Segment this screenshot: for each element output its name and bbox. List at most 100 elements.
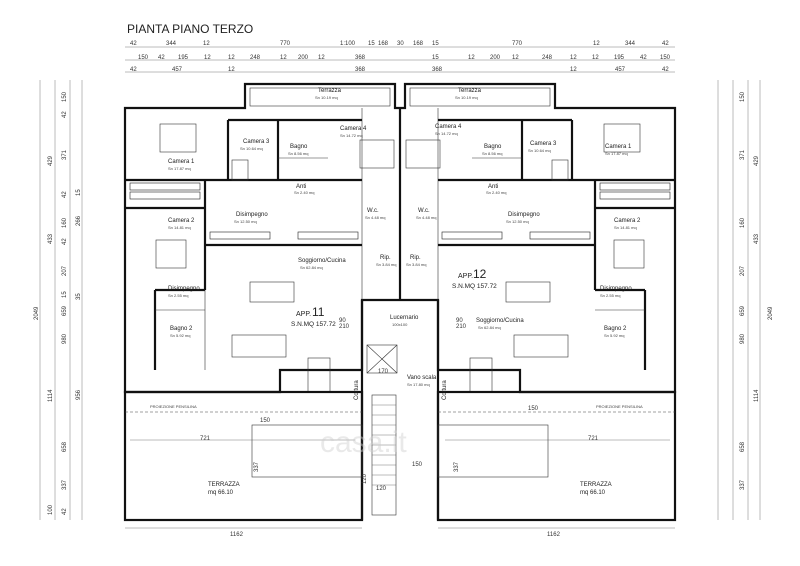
- svg-text:120: 120: [362, 473, 368, 484]
- label-bagno-left: Bagno: [290, 144, 308, 150]
- label-camera3-left: Camera 3: [243, 139, 270, 145]
- watermark: casa.it: [320, 426, 407, 459]
- svg-text:100x100: 100x100: [392, 322, 408, 327]
- svg-text:168: 168: [413, 41, 424, 47]
- label-anti-left: Anti: [296, 184, 306, 190]
- svg-text:344: 344: [166, 41, 177, 47]
- svg-text:980: 980: [62, 333, 68, 344]
- label-terrazza-big-left: TERRAZZA: [208, 482, 240, 488]
- svg-text:mq 66.10: mq 66.10: [580, 490, 606, 496]
- label-anti-right: Anti: [488, 184, 498, 190]
- svg-text:2049: 2049: [34, 306, 40, 320]
- wardrobes: [129, 182, 671, 240]
- svg-text:266: 266: [76, 215, 82, 226]
- interior-walls-left: [125, 118, 362, 370]
- svg-text:Sn 62.84 mq: Sn 62.84 mq: [300, 265, 323, 270]
- svg-text:Sn 14.81 mq: Sn 14.81 mq: [614, 225, 637, 230]
- svg-text:195: 195: [178, 55, 189, 61]
- svg-text:90: 90: [339, 318, 346, 324]
- svg-text:337: 337: [454, 461, 460, 472]
- svg-text:90: 90: [456, 318, 463, 324]
- label-lucernario: Lucernario: [390, 315, 419, 321]
- svg-text:42: 42: [62, 508, 68, 515]
- label-camera2-left: Camera 2: [168, 218, 195, 224]
- svg-text:42: 42: [130, 41, 137, 47]
- label-disimpegno2-right: Disimpegno: [600, 286, 632, 292]
- svg-text:15: 15: [62, 291, 68, 298]
- label-camera3-right: Camera 3: [530, 141, 557, 147]
- svg-text:429: 429: [48, 155, 54, 166]
- svg-text:721: 721: [588, 436, 599, 442]
- top-dims-row1: 42 344 12 770 15 168 30 168 15 770 12 34…: [130, 41, 669, 47]
- svg-text:368: 368: [432, 67, 443, 73]
- beds: [155, 123, 645, 269]
- apartment-label-11: APP. 11 S.N.MQ 157.72: [291, 305, 336, 328]
- label-camera4-right: Camera 4: [435, 124, 462, 130]
- svg-text:100: 100: [48, 504, 54, 515]
- svg-text:Sn 12.50 mq: Sn 12.50 mq: [234, 219, 257, 224]
- svg-text:770: 770: [280, 41, 291, 47]
- label-soggiorno-right: Soggiorno/Cucina: [476, 318, 524, 324]
- label-bagno2-right: Bagno 2: [604, 326, 627, 332]
- svg-text:207: 207: [740, 265, 746, 276]
- svg-text:160: 160: [740, 217, 746, 228]
- svg-text:S.N.MQ 157.72: S.N.MQ 157.72: [452, 283, 497, 290]
- svg-text:Sn 17.87 mq: Sn 17.87 mq: [605, 151, 628, 156]
- svg-text:956: 956: [76, 389, 82, 400]
- label-cottura-left: Cottura: [354, 380, 360, 400]
- svg-text:Sn 62.84 mq: Sn 62.84 mq: [478, 325, 501, 330]
- svg-text:42: 42: [640, 55, 647, 61]
- svg-text:980: 980: [740, 333, 746, 344]
- top-dims-row2: 150 42 195 12 12 248 12 200 12 368 15 12…: [138, 55, 671, 61]
- label-cottura-right: Cottura: [442, 380, 448, 400]
- svg-text:12: 12: [468, 55, 475, 61]
- label-camera2-right: Camera 2: [614, 218, 641, 224]
- svg-text:12: 12: [473, 267, 487, 281]
- svg-text:Sn 5.92 mq: Sn 5.92 mq: [170, 333, 190, 338]
- svg-text:658: 658: [62, 441, 68, 452]
- svg-text:Sn 2.55 mq: Sn 2.55 mq: [168, 293, 188, 298]
- label-proiezione-left: PROIEZIONE PENSILINA: [150, 404, 197, 409]
- svg-text:Sn 10.64 mq: Sn 10.64 mq: [528, 148, 551, 153]
- svg-text:150: 150: [528, 406, 539, 412]
- svg-text:42: 42: [130, 67, 137, 73]
- svg-text:Sn 10.64 mq: Sn 10.64 mq: [240, 146, 263, 151]
- svg-text:1162: 1162: [230, 532, 244, 538]
- svg-text:mq 66.10: mq 66.10: [208, 490, 234, 496]
- svg-text:Sn 4.48 mq: Sn 4.48 mq: [416, 215, 436, 220]
- svg-text:1114: 1114: [754, 389, 760, 402]
- label-terrazza-top-left: Terrazza: [318, 88, 342, 94]
- svg-text:Sn 14.72 mq: Sn 14.72 mq: [340, 133, 363, 138]
- svg-text:15: 15: [432, 41, 439, 47]
- svg-text:Sn 2.55 mq: Sn 2.55 mq: [600, 293, 620, 298]
- svg-text:150: 150: [260, 418, 271, 424]
- right-dims: 150 371 429 160 433 207 659 2049 980 111…: [740, 91, 774, 490]
- svg-text:Sn 2.40 mq: Sn 2.40 mq: [486, 190, 506, 195]
- svg-text:200: 200: [490, 55, 501, 61]
- label-terrazza-top-right: Terrazza: [458, 88, 482, 94]
- svg-text:433: 433: [754, 233, 760, 244]
- svg-text:433: 433: [48, 233, 54, 244]
- svg-text:42: 42: [62, 238, 68, 245]
- svg-text:Sn 17.80 mq: Sn 17.80 mq: [407, 382, 430, 387]
- svg-text:15: 15: [432, 55, 439, 61]
- room-labels-left: Terrazza Sn 10.19 mq Camera 1 Sn 17.87 m…: [150, 88, 396, 496]
- svg-text:Sn 3.84 mq: Sn 3.84 mq: [376, 262, 396, 267]
- svg-text:12: 12: [228, 55, 235, 61]
- svg-text:Sn 5.92 mq: Sn 5.92 mq: [604, 333, 624, 338]
- svg-text:170: 170: [378, 369, 389, 375]
- svg-text:344: 344: [625, 41, 636, 47]
- top-dims-row3: 42 457 12 368 368 12 457 42: [130, 67, 669, 73]
- svg-text:Sn 8.56 mq: Sn 8.56 mq: [482, 151, 502, 156]
- svg-text:150: 150: [660, 55, 671, 61]
- svg-text:658: 658: [740, 441, 746, 452]
- bottom-terraces: [123, 390, 677, 522]
- svg-text:30: 30: [397, 41, 404, 47]
- svg-text:150: 150: [740, 91, 746, 102]
- top-dimension-lines: [125, 46, 675, 73]
- label-terrazza-big-right: TERRAZZA: [580, 482, 612, 488]
- label-disimpegno2-left: Disimpegno: [168, 286, 200, 292]
- svg-text:150: 150: [62, 91, 68, 102]
- svg-text:2049: 2049: [768, 306, 774, 320]
